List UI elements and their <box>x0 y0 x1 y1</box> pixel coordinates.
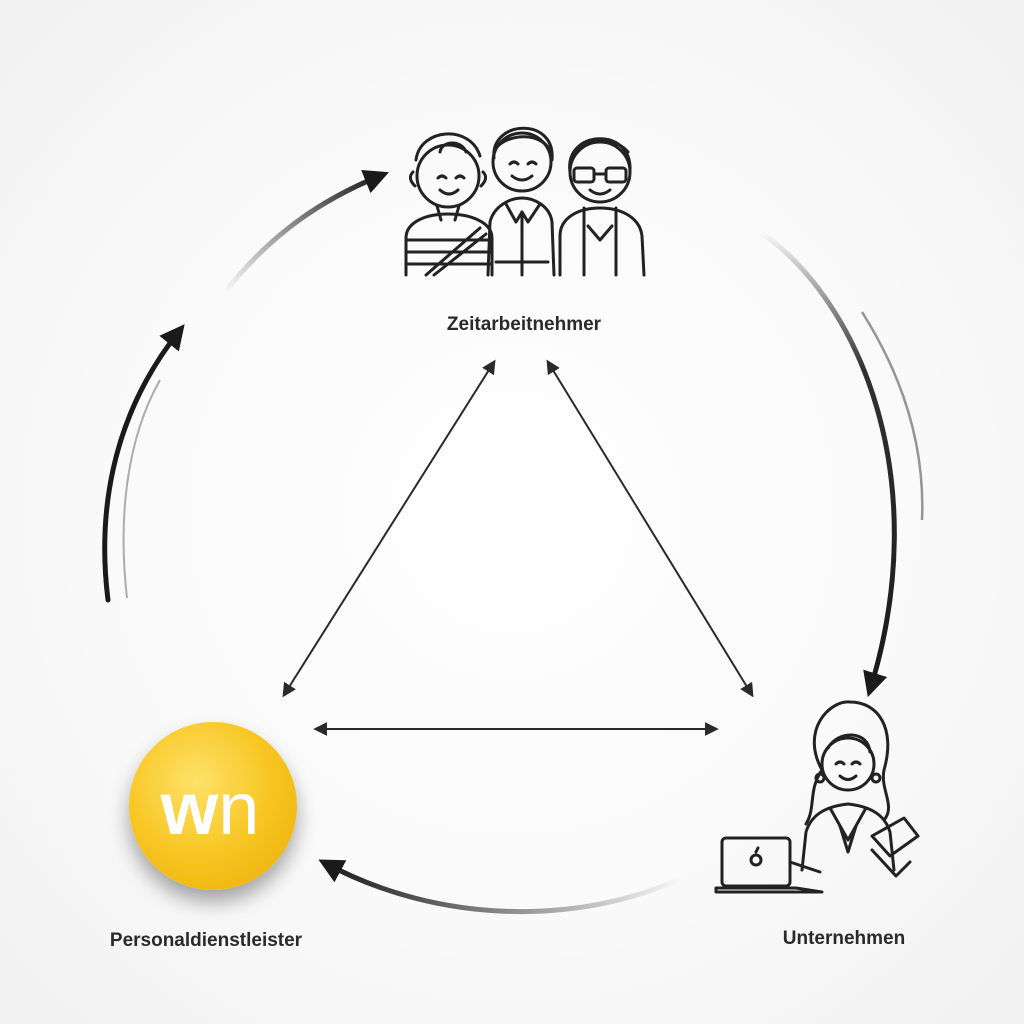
person-with-glasses-icon <box>558 137 646 277</box>
arrow-workers-provider <box>282 359 496 698</box>
wn-logo-letter-w: w <box>160 767 219 850</box>
label-workers: Zeitarbeitnehmer <box>447 314 602 335</box>
person-with-cap-icon <box>404 132 494 277</box>
svg-text:wn: wn <box>160 767 260 850</box>
wn-logo: wn <box>129 722 297 890</box>
wn-logo-circle <box>129 722 297 890</box>
cycle-arrow-right-ghost <box>860 311 924 521</box>
businesswoman-with-laptop-icon <box>714 700 920 894</box>
group-of-people-icon <box>404 126 646 277</box>
cycle-arrow-right <box>757 229 897 698</box>
cycle-arrow-left-lower-ghost <box>122 379 161 599</box>
label-company: Unternehmen <box>783 928 905 949</box>
label-provider: Personaldienstleister <box>110 930 303 951</box>
cycle-arrow-left-lower <box>102 324 185 603</box>
outer-cycle-arrows <box>102 169 924 915</box>
person-middle-icon <box>486 126 556 277</box>
businesswoman-icon <box>800 700 920 878</box>
cycle-arrow-left-upper <box>222 169 389 295</box>
laptop-icon <box>714 836 824 894</box>
wn-logo-letter-n: n <box>218 767 259 850</box>
arrow-workers-company <box>546 359 754 698</box>
inner-triangle-arrows <box>282 359 754 736</box>
cycle-arrow-bottom <box>318 859 685 915</box>
